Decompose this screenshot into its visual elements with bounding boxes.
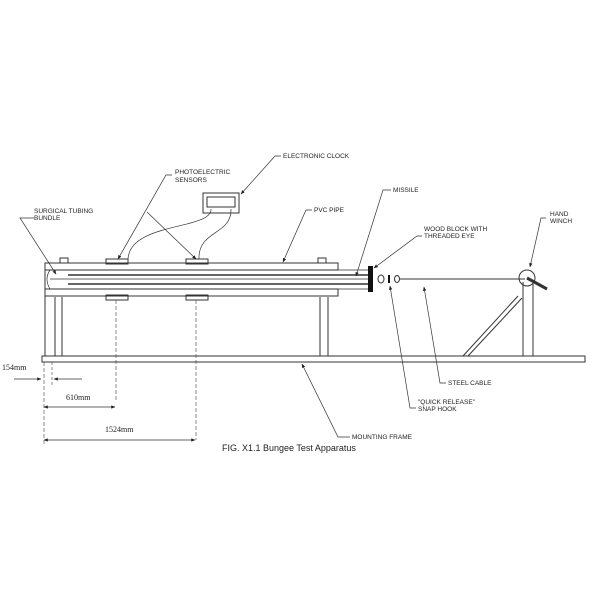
label-wood-block: WOOD BLOCK WITH: [424, 226, 488, 233]
dim-154mm-text: 154mm: [2, 363, 27, 372]
surgical-tubing-bundle: [47, 270, 368, 289]
label-winch: WINCH: [550, 218, 572, 225]
missile: [368, 266, 373, 292]
label-missile: MISSILE: [393, 187, 419, 194]
label-threaded-eye: THREADED EYE: [424, 233, 475, 240]
snap-hook: [378, 275, 400, 283]
label-surgical-tubing: SURGICAL TUBING: [34, 208, 93, 215]
label-electronic-clock: ELECTRONIC CLOCK: [283, 153, 350, 160]
dim-610mm-text: 610mm: [66, 393, 91, 402]
label-hand: HAND: [550, 211, 569, 218]
label-bundle: BUNDLE: [34, 215, 61, 222]
dimension-1524mm: 1524mm: [44, 425, 195, 440]
label-quick-release: "QUICK RELEASE": [418, 399, 476, 406]
label-sensors: SENSORS: [175, 177, 207, 184]
label-mounting-frame: MOUNTING FRAME: [352, 434, 413, 441]
label-snap-hook: SNAP HOOK: [418, 406, 457, 413]
label-photoelectric: PHOTOELECTRIC: [175, 169, 230, 176]
electronic-clock: [128, 193, 239, 259]
label-steel-cable: STEEL CABLE: [448, 380, 492, 387]
dim-1524mm-text: 1524mm: [105, 425, 134, 434]
label-pvc-pipe: PVC PIPE: [314, 207, 345, 214]
figure-caption: FIG. X1.1 Bungee Test Apparatus: [222, 443, 356, 453]
dimension-154mm: 154mm: [2, 362, 82, 385]
mounting-frame: [42, 268, 585, 362]
photoelectric-sensors: [106, 259, 208, 440]
